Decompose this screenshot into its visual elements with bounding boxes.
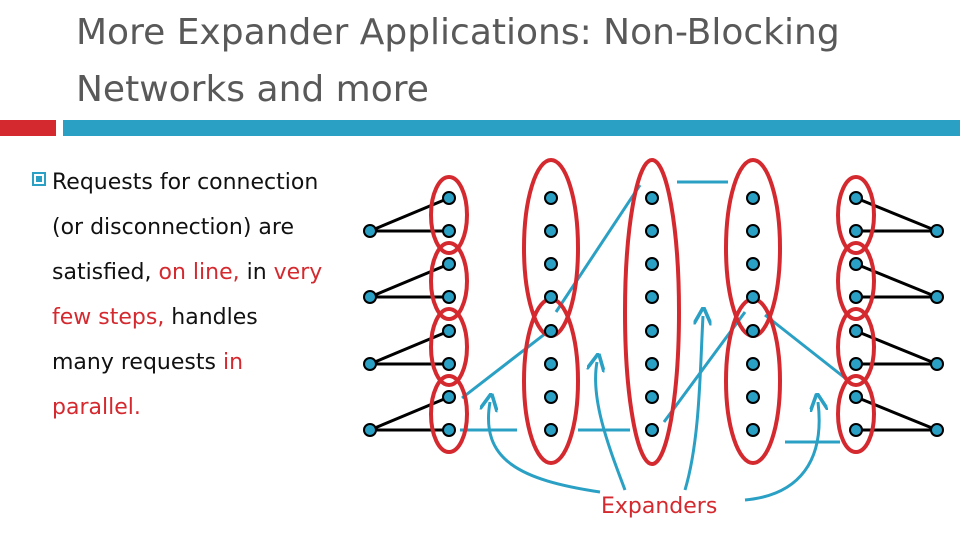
left-group-ellipse xyxy=(429,307,469,387)
middle-ellipse xyxy=(623,158,681,466)
edge-black xyxy=(369,329,450,366)
node xyxy=(363,357,377,371)
node xyxy=(746,390,760,404)
node xyxy=(544,224,558,238)
bullet-text-part3: handles many requests xyxy=(52,305,258,375)
title-accent-red xyxy=(0,120,56,136)
title-accent-blue xyxy=(63,120,960,136)
node xyxy=(544,290,558,304)
expander-ellipse xyxy=(522,158,580,338)
right-group-ellipse xyxy=(836,175,876,255)
node xyxy=(849,191,863,205)
node xyxy=(544,191,558,205)
node xyxy=(849,224,863,238)
bullet-icon xyxy=(32,172,46,186)
node xyxy=(442,390,456,404)
arrow-curve xyxy=(488,402,601,494)
node xyxy=(363,423,377,437)
edge-black xyxy=(369,262,450,299)
node xyxy=(849,257,863,271)
node xyxy=(746,324,760,338)
edge-black xyxy=(369,196,450,233)
left-group-ellipse xyxy=(429,175,469,255)
right-group-ellipse xyxy=(836,241,876,321)
node xyxy=(645,357,659,371)
nodes xyxy=(363,191,944,437)
arrow-curve xyxy=(744,402,819,502)
node xyxy=(544,324,558,338)
node xyxy=(849,324,863,338)
node xyxy=(645,324,659,338)
expanders-label: Expanders xyxy=(601,494,717,519)
expander-ellipse xyxy=(724,158,782,338)
node xyxy=(442,290,456,304)
groupings xyxy=(429,158,876,466)
right-group-ellipse xyxy=(836,307,876,387)
node xyxy=(544,357,558,371)
node xyxy=(363,224,377,238)
node xyxy=(442,423,456,437)
node xyxy=(849,290,863,304)
node xyxy=(645,257,659,271)
node xyxy=(849,357,863,371)
slide-title: More Expander Applications: Non-Blocking… xyxy=(76,12,840,110)
node xyxy=(746,423,760,437)
node xyxy=(442,224,456,238)
node xyxy=(930,290,944,304)
node xyxy=(645,191,659,205)
node xyxy=(645,390,659,404)
node xyxy=(930,357,944,371)
node xyxy=(544,423,558,437)
left-group-ellipse xyxy=(429,241,469,321)
node xyxy=(544,257,558,271)
edge-blue xyxy=(461,328,551,400)
edge-black xyxy=(855,395,938,432)
node xyxy=(746,191,760,205)
node xyxy=(544,390,558,404)
edge-black xyxy=(855,262,938,299)
node xyxy=(930,423,944,437)
black-edges-left xyxy=(369,196,450,432)
bullet-text-part2: in xyxy=(239,260,274,285)
node xyxy=(645,423,659,437)
node xyxy=(930,224,944,238)
node xyxy=(746,290,760,304)
node xyxy=(442,257,456,271)
node xyxy=(442,324,456,338)
bullet-text-part1: Requests for connection (or disconnectio… xyxy=(52,170,319,285)
edge-blue xyxy=(554,184,642,313)
node xyxy=(645,224,659,238)
expander-ellipse xyxy=(724,297,782,465)
node xyxy=(849,390,863,404)
black-edges-right xyxy=(855,196,938,432)
left-group-ellipse xyxy=(429,374,469,454)
arrow-curve xyxy=(683,316,703,491)
bullet-text: Requests for connection (or disconnectio… xyxy=(52,160,324,430)
bullet-highlight-parallel: in parallel. xyxy=(52,350,244,420)
edge-black xyxy=(369,395,450,432)
edge-blue xyxy=(764,313,846,380)
node xyxy=(363,290,377,304)
right-group-ellipse xyxy=(836,374,876,454)
edge-black xyxy=(855,196,938,233)
node xyxy=(442,357,456,371)
node xyxy=(849,423,863,437)
node xyxy=(746,257,760,271)
expander-ellipse xyxy=(522,297,580,465)
node xyxy=(746,224,760,238)
node xyxy=(442,191,456,205)
blue-edges xyxy=(460,180,846,444)
bullet-highlight-few-steps: very few steps, xyxy=(52,260,323,330)
edge-black xyxy=(855,329,938,366)
arrow-curve xyxy=(596,362,627,491)
node xyxy=(645,290,659,304)
expander-arrows xyxy=(488,316,819,502)
node xyxy=(746,357,760,371)
bullet-highlight-online: on line, xyxy=(158,260,240,285)
